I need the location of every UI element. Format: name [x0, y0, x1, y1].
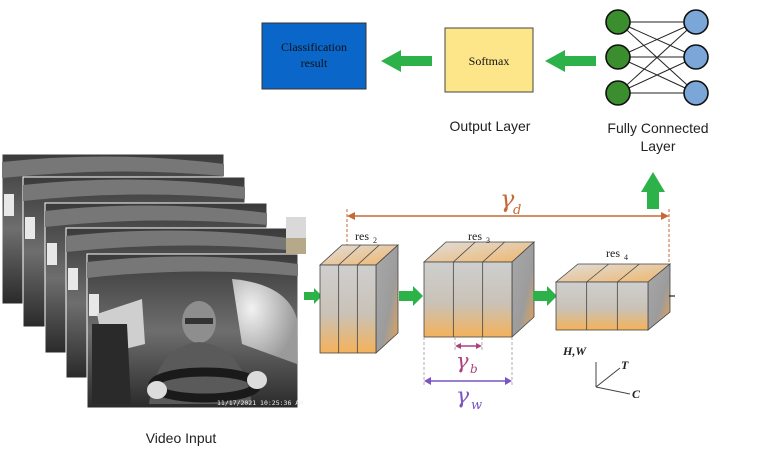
axis-label-t: T — [621, 358, 629, 372]
res3-block — [422, 241, 536, 338]
fc-output-node-1 — [683, 9, 709, 35]
arrow-res3-to-res4 — [533, 286, 557, 306]
fc-output-node-2 — [683, 44, 709, 70]
softmax-label: Softmax — [469, 54, 510, 68]
axes-legend: H,W T C — [562, 344, 641, 401]
classification-label-line1: Classification — [281, 40, 347, 54]
fully-connected-network — [605, 9, 709, 106]
fc-input-node-2 — [605, 44, 631, 70]
gamma-d-subscript: d — [513, 203, 521, 218]
axis-label-c: C — [632, 387, 641, 401]
fc-output-node-3 — [683, 80, 709, 106]
axis-label-hw: H,W — [562, 344, 587, 358]
arrow-res2-to-res3 — [399, 286, 423, 306]
arrow-softmax-to-classification — [381, 50, 432, 72]
res3-subscript: 3 — [486, 236, 490, 245]
res2-label: res — [355, 229, 369, 243]
fc-caption-line2: Layer — [640, 138, 675, 154]
res4-label: res — [606, 246, 620, 260]
video-frame-5: 11/17/2021 10:25:36 AM — [86, 253, 303, 409]
video-input-caption: Video Input — [146, 430, 217, 446]
gamma-b-subscript: b — [470, 362, 478, 376]
arrow-fc-to-softmax — [545, 50, 596, 72]
res4-block — [554, 263, 672, 331]
gamma-w-subscript: w — [471, 398, 482, 413]
gamma-d-symbol: γ — [500, 185, 515, 213]
output-layer-caption: Output Layer — [450, 118, 531, 134]
gamma-b-dimension: γ b — [423, 337, 513, 386]
gamma-d-dimension: γ d — [346, 185, 670, 300]
classification-result-box: Classification result — [261, 22, 367, 90]
arrow-up-to-fc — [641, 172, 665, 209]
video-timestamp: 11/17/2021 10:25:36 AM — [217, 399, 303, 407]
gamma-b-symbol: γ — [456, 349, 469, 373]
fc-caption-line1: Fully Connected — [607, 120, 708, 136]
video-frame-stack: 11/17/2021 10:25:36 AM — [1, 153, 306, 409]
res4-subscript: 4 — [624, 253, 628, 262]
gamma-w-symbol: γ — [456, 384, 470, 409]
fc-input-node-3 — [605, 80, 631, 106]
gamma-w-dimension: γ w — [424, 377, 512, 413]
arrow-into-res2 — [304, 288, 322, 304]
res2-block — [318, 244, 400, 354]
classification-label-line2: result — [301, 56, 328, 70]
res2-subscript: 2 — [373, 236, 377, 245]
softmax-box: Softmax — [444, 27, 534, 93]
fc-input-node-1 — [605, 9, 631, 35]
res3-label: res — [468, 229, 482, 243]
